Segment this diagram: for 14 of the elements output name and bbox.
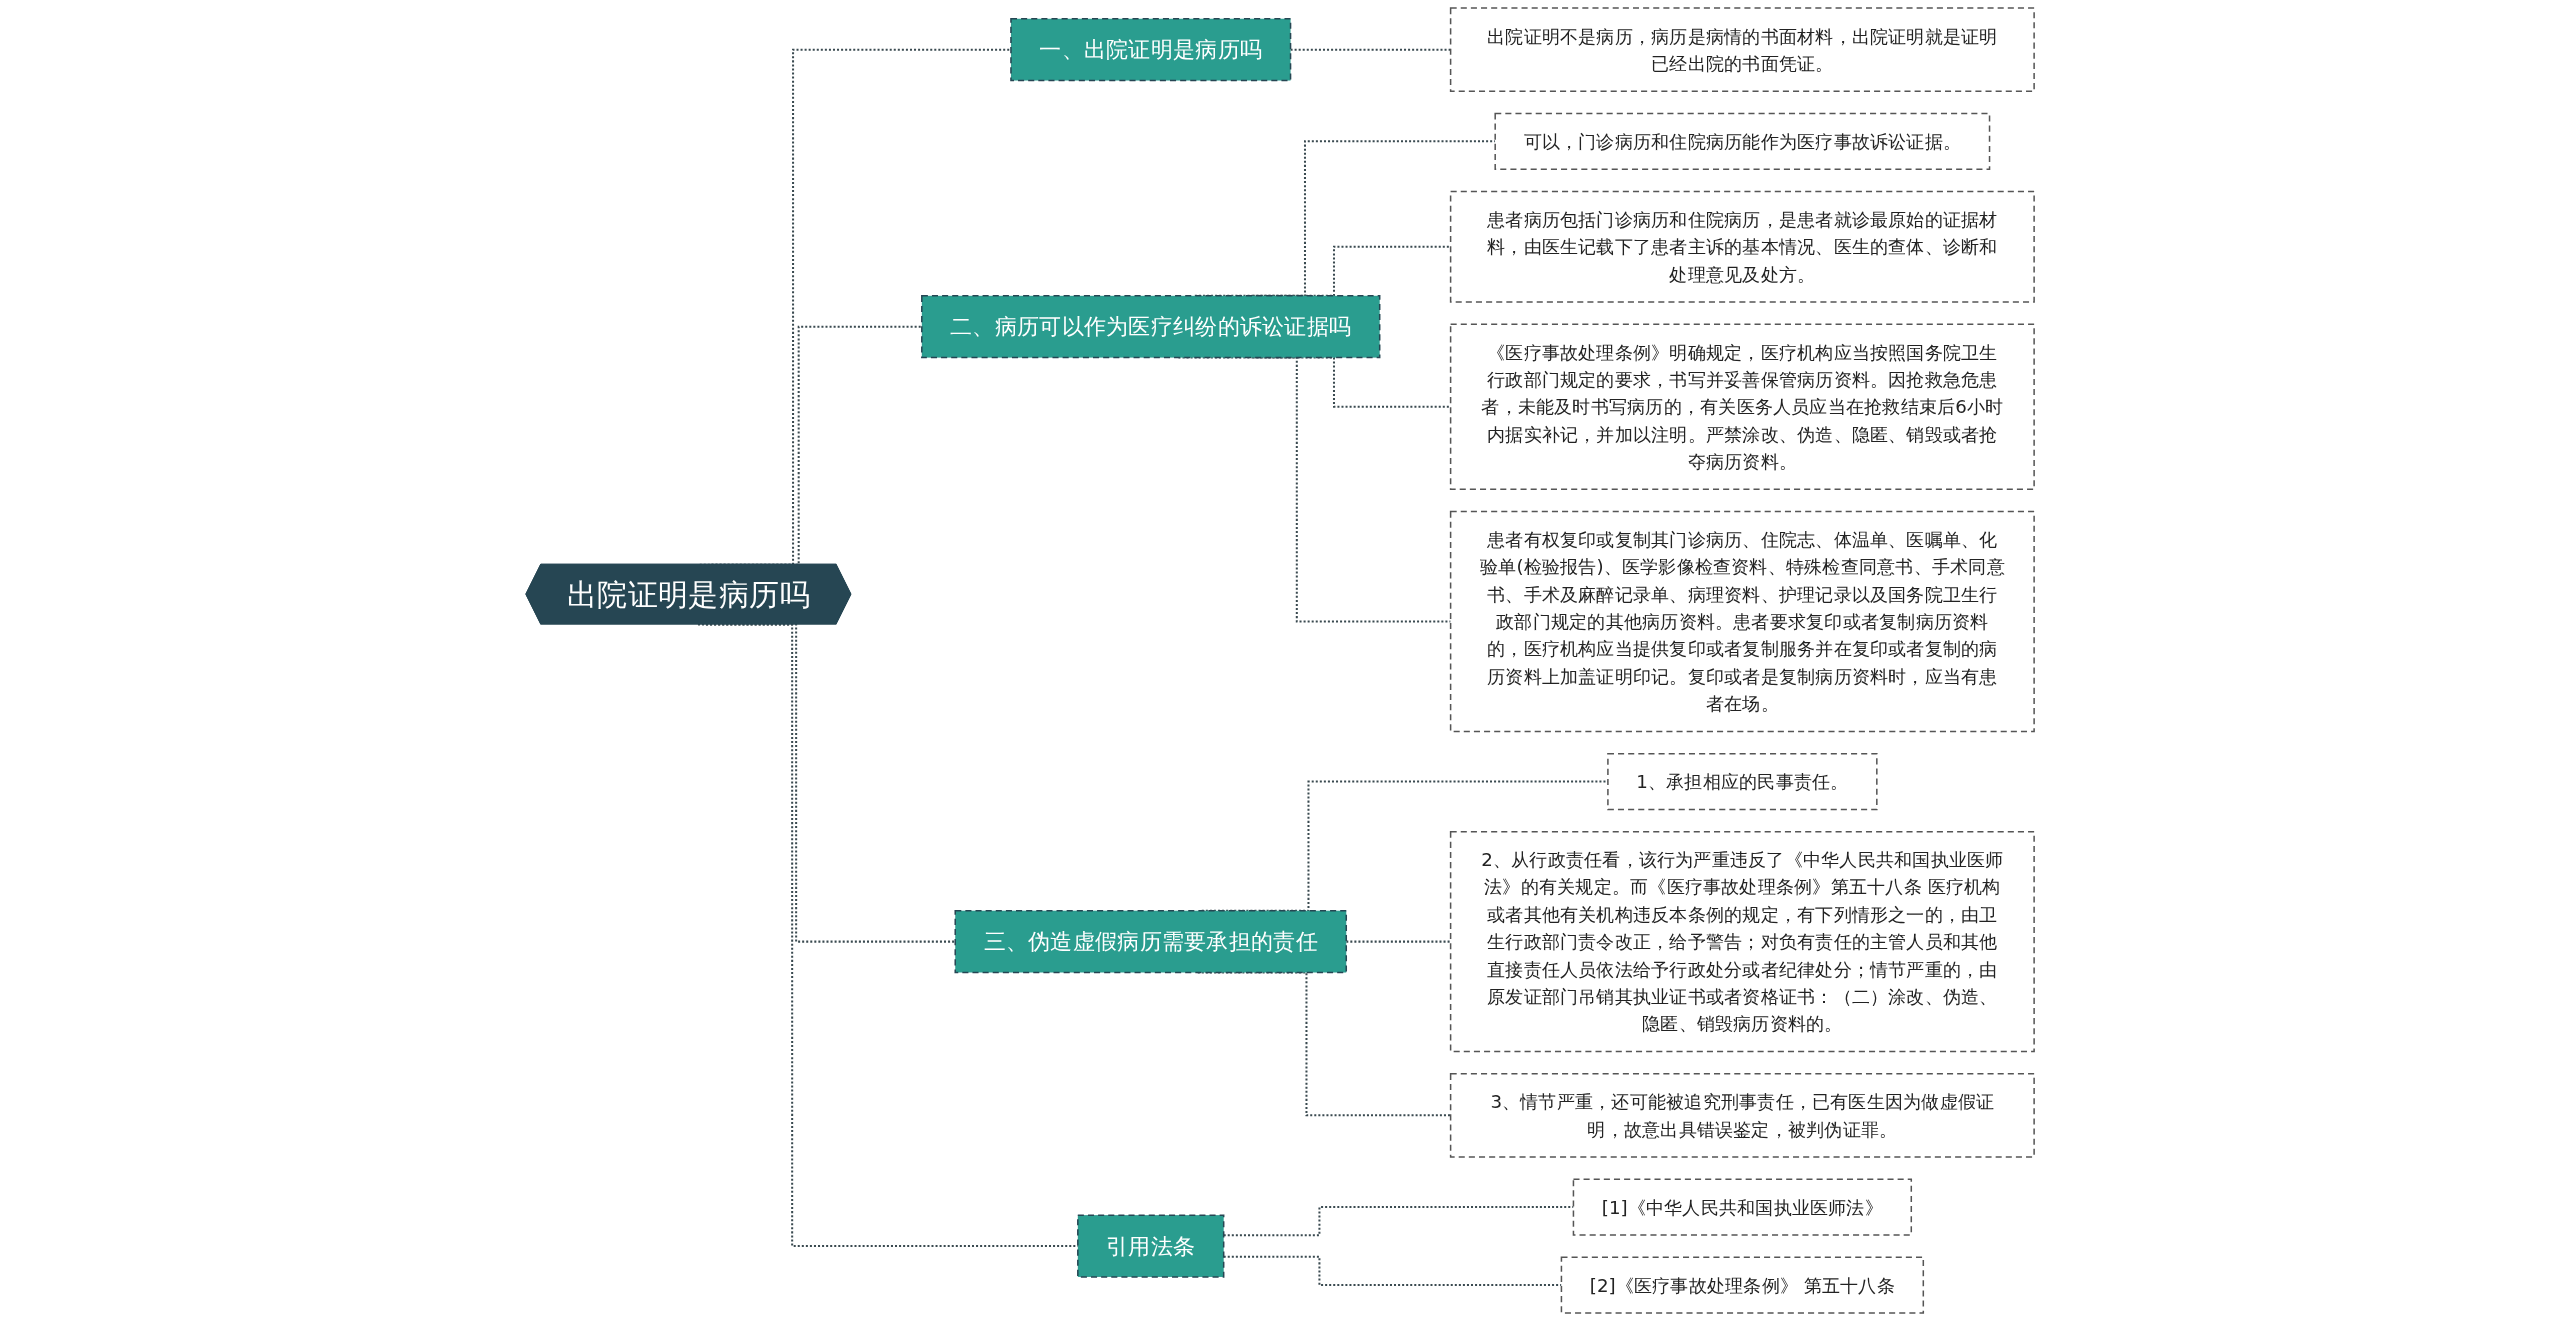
- node-box: 出院证明不是病历，病历是病情的书面材料，出院证明就是证明已经出院的书面凭证。: [1449, 7, 2035, 92]
- node-box: 1、承担相应的民事责任。: [1607, 752, 1878, 811]
- node-box: 引用法条: [1077, 1214, 1225, 1278]
- node-box: 患者病历包括门诊病历和住院病历，是患者就诊最原始的证据材料，由医生记载下了患者主诉的基本情况、医生的查体、诊断和处理意见及处方。: [1449, 190, 2035, 303]
- node-box: 《医疗事故处理条例》明确规定，医疗机构应当按照国务院卫生行政部门规定的要求，书写并妥善保管病历资料。因抢救急危患者，未能及时书写病历的，有关医务人员应当在抢救结束后6小时内据实补记，并加以注明。严禁涂改、伪造、隐匿、销毁或者抢夺病历资料。: [1449, 323, 2035, 491]
- node-box: [2]《医疗事故处理条例》 第五十八条: [1560, 1256, 1925, 1314]
- node-box: 可以，门诊病历和住院病历能作为医疗事故诉讼证据。: [1494, 112, 1991, 170]
- node-box: 3、情节严重，还可能被追究刑事责任，已有医生因为做虚假证明，故意出具错误鉴定，被判伪证罪。: [1449, 1073, 2035, 1158]
- node-box: 患者有权复印或复制其门诊病历、住院志、体温单、医嘱单、化验单(检验报告)、医学影像检查资料、特殊检查同意书、手术同意书、手术及麻醉记录单、病理资料、护理记录以及国务院卫生行政部门规定的其他病历资料。患者要求复印或者复制病历资料的，医疗机构应当提供复印或者复制服务并在复印或者复制的病历资料上加盖证明印记。复印或者是复制病历资料时，应当有患者在场。: [1449, 510, 2035, 733]
- node-box: 2、从行政责任看，该行为严重违反了《中华人民共和国执业医师法》的有关规定。而《医疗事故处理条例》第五十八条 医疗机构或者其他有关机构违反本条例的规定，有下列情形之一的，由卫生行政部门责令改正，给予警告；对负有责任的主管人员和其他直接责任人员依法给予行政处分或者纪律处分；情节严重的，由原发证部门吊销其执业证书或者资格证书：（二）涂改、伪造、隐匿、销毁病历资料的。: [1449, 830, 2035, 1053]
- node-box: [1]《中华人民共和国执业医师法》: [1572, 1178, 1913, 1236]
- node-box: 三、伪造虚假病历需要承担的责任: [954, 909, 1348, 974]
- node-box: 二、病历可以作为医疗纠纷的诉讼证据吗: [921, 295, 1381, 359]
- node-box: 一、出院证明是病历吗: [1010, 17, 1292, 82]
